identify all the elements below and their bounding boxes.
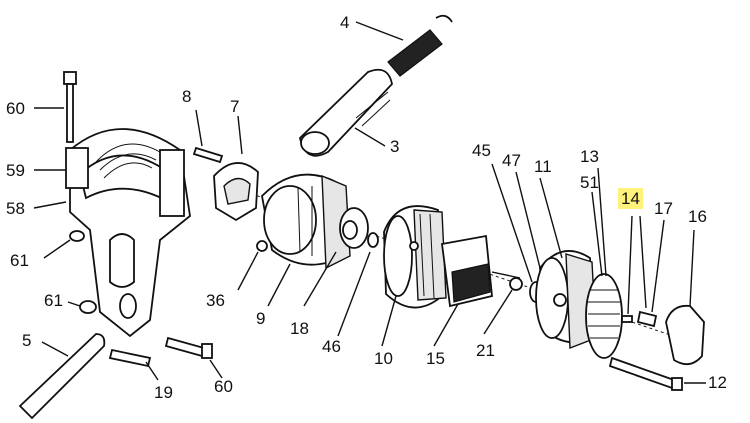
label-60-lower: 60 [214,377,233,396]
label-46: 46 [322,337,341,356]
washer-part-46 [337,232,379,337]
spring-part-4 [355,14,453,77]
label-47: 47 [502,151,521,170]
bolt-part-60-top [34,71,77,143]
stator-part-10 [381,205,447,347]
label-21: 21 [476,341,495,360]
bracket-part-59-58 [33,128,191,338]
label-51: 51 [580,173,599,192]
screw-part-8 [192,109,224,164]
label-9: 9 [256,309,266,328]
label-10: 10 [374,349,393,368]
tube-part-3 [299,68,393,157]
label-61-lower: 61 [44,291,63,310]
label-11: 11 [534,157,552,176]
label-17: 17 [654,199,673,218]
label-19: 19 [154,383,173,402]
label-4: 4 [340,13,350,32]
label-7: 7 [230,97,240,116]
hub-part-18 [303,207,369,307]
bearing-part-21 [483,277,523,335]
cap-part-16 [665,229,705,366]
bolt-part-12 [608,356,706,391]
dial-part-51 [585,167,623,359]
label-60-top: 60 [6,99,25,118]
label-8: 8 [182,87,192,106]
label-58: 58 [6,199,25,218]
washer-part-61-upper [43,230,85,259]
washer-part-61-lower [67,300,97,314]
label-59: 59 [6,161,25,180]
housing-part-9 [237,173,351,307]
label-18: 18 [290,319,309,338]
rotor-part-15 [433,234,521,347]
label-36: 36 [206,291,225,310]
label-12: 12 [708,373,727,392]
label-16: 16 [688,207,707,226]
pin-part-14 [621,215,647,323]
pin-part-19 [108,348,159,381]
label-45: 45 [472,141,491,160]
label-14-highlighted: 14 [618,188,643,209]
label-5: 5 [22,331,32,350]
label-13: 13 [580,147,599,166]
clamp-part-7 [213,115,259,222]
label-15: 15 [426,349,445,368]
label-3: 3 [390,137,400,156]
label-61-upper: 61 [10,251,29,270]
bolt-part-60-lower [164,336,223,379]
shaft-part-5 [18,333,106,420]
key-part-17 [636,219,665,328]
